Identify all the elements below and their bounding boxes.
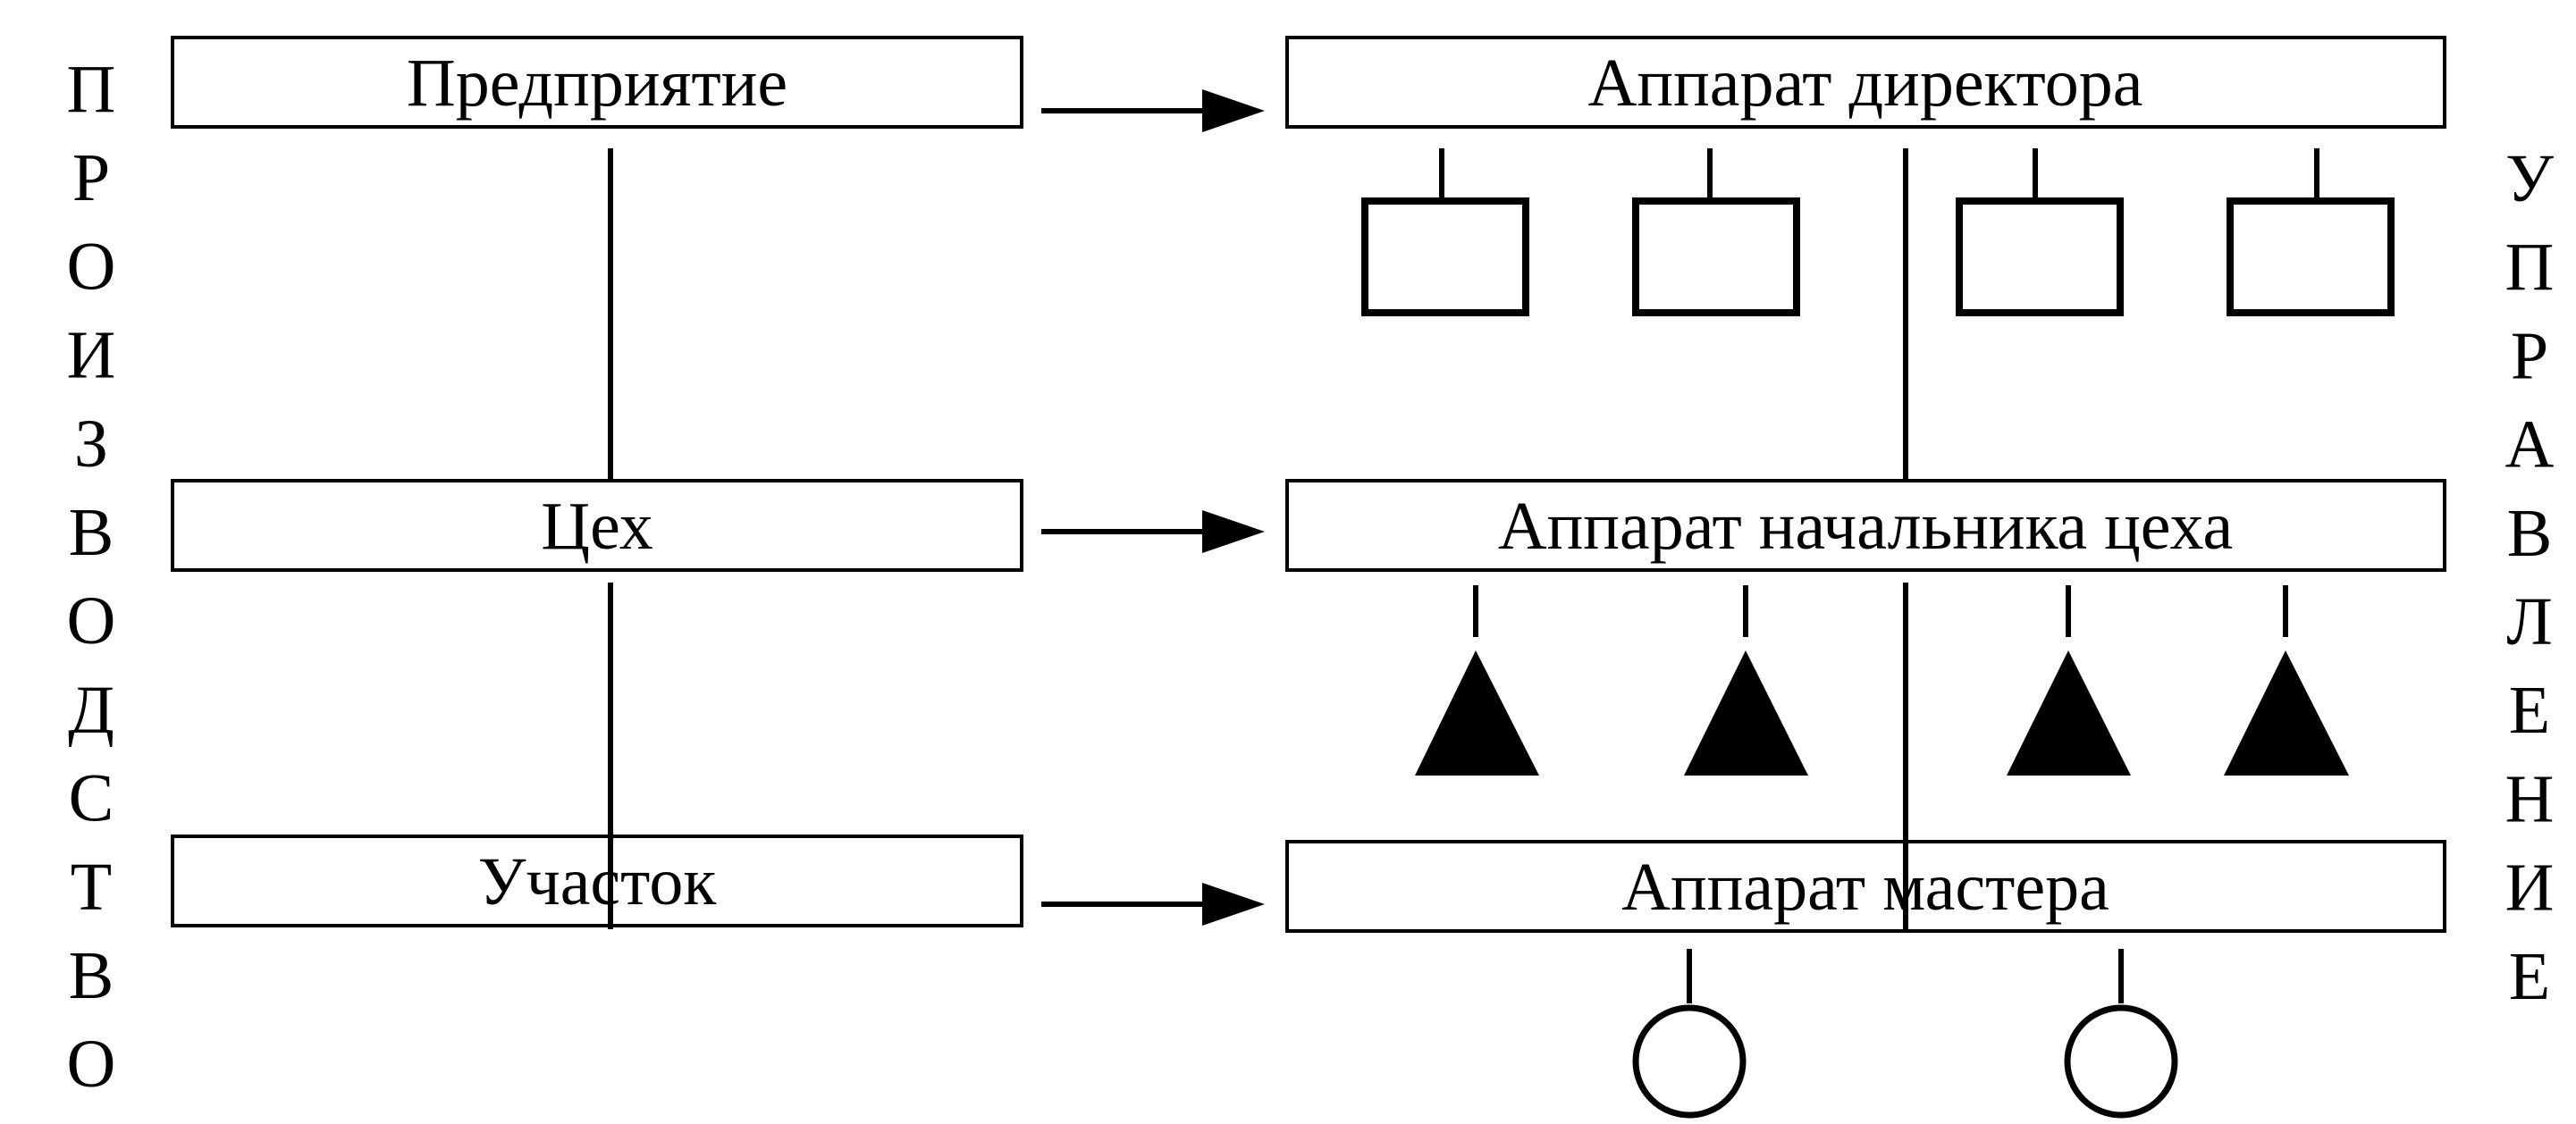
production-letter: О [67, 229, 116, 304]
section-label: Участок [478, 844, 717, 919]
management-letter: Н [2505, 761, 2555, 836]
section-box [171, 835, 1023, 927]
director-subunit-square [2227, 148, 2395, 316]
production-letter: П [67, 52, 116, 127]
shop-head-label: Аппарат начальника цеха [1498, 489, 2234, 564]
director-subunit-square [1956, 148, 2124, 316]
arrow-shop-to-shop-head [1041, 510, 1265, 553]
shop-head-subunit-triangle [1684, 585, 1808, 776]
production-letter: Д [68, 672, 114, 747]
shop-head-subunit-triangle [2007, 585, 2131, 776]
master-box [1285, 840, 2446, 933]
management-letter: П [2505, 230, 2555, 305]
shop-box [171, 479, 1023, 572]
director-subunit-square [1361, 148, 1529, 316]
management-letter: И [2505, 851, 2555, 926]
production-letter: О [67, 583, 116, 658]
management-letter: У [2505, 141, 2554, 216]
production-letter: О [67, 1027, 116, 1102]
arrow-section-to-master [1041, 883, 1265, 926]
production-letter: З [74, 407, 108, 482]
production-letter: В [69, 938, 114, 1013]
director-box [1285, 36, 2446, 129]
management-letter: Р [2511, 318, 2548, 393]
production-letter: И [67, 318, 116, 393]
production-letter: В [69, 495, 114, 570]
management-letter: Е [2509, 939, 2550, 1014]
management-letter: Л [2506, 584, 2553, 659]
shop-head-box [1285, 479, 2446, 572]
shop-head-subunit-triangle [1415, 585, 1539, 776]
arrow-enterprise-to-director [1041, 89, 1265, 132]
enterprise-box [171, 36, 1023, 129]
shop-head-subunit-triangle [2224, 585, 2349, 776]
master-subunit-circle [2064, 949, 2178, 1119]
production-letter: С [69, 761, 114, 836]
production-letter: Р [72, 140, 110, 215]
management-letter: Е [2509, 673, 2550, 748]
management-letter: В [2507, 496, 2553, 571]
master-subunit-circle [1632, 949, 1747, 1119]
master-label: Аппарат мастера [1621, 850, 2109, 925]
director-label: Аппарат директора [1588, 46, 2143, 121]
management-letter: А [2505, 407, 2555, 482]
production-letter: Т [71, 850, 112, 925]
director-subunit-square [1632, 148, 1800, 316]
enterprise-label: Предприятие [407, 46, 787, 121]
shop-label: Цех [541, 489, 653, 564]
